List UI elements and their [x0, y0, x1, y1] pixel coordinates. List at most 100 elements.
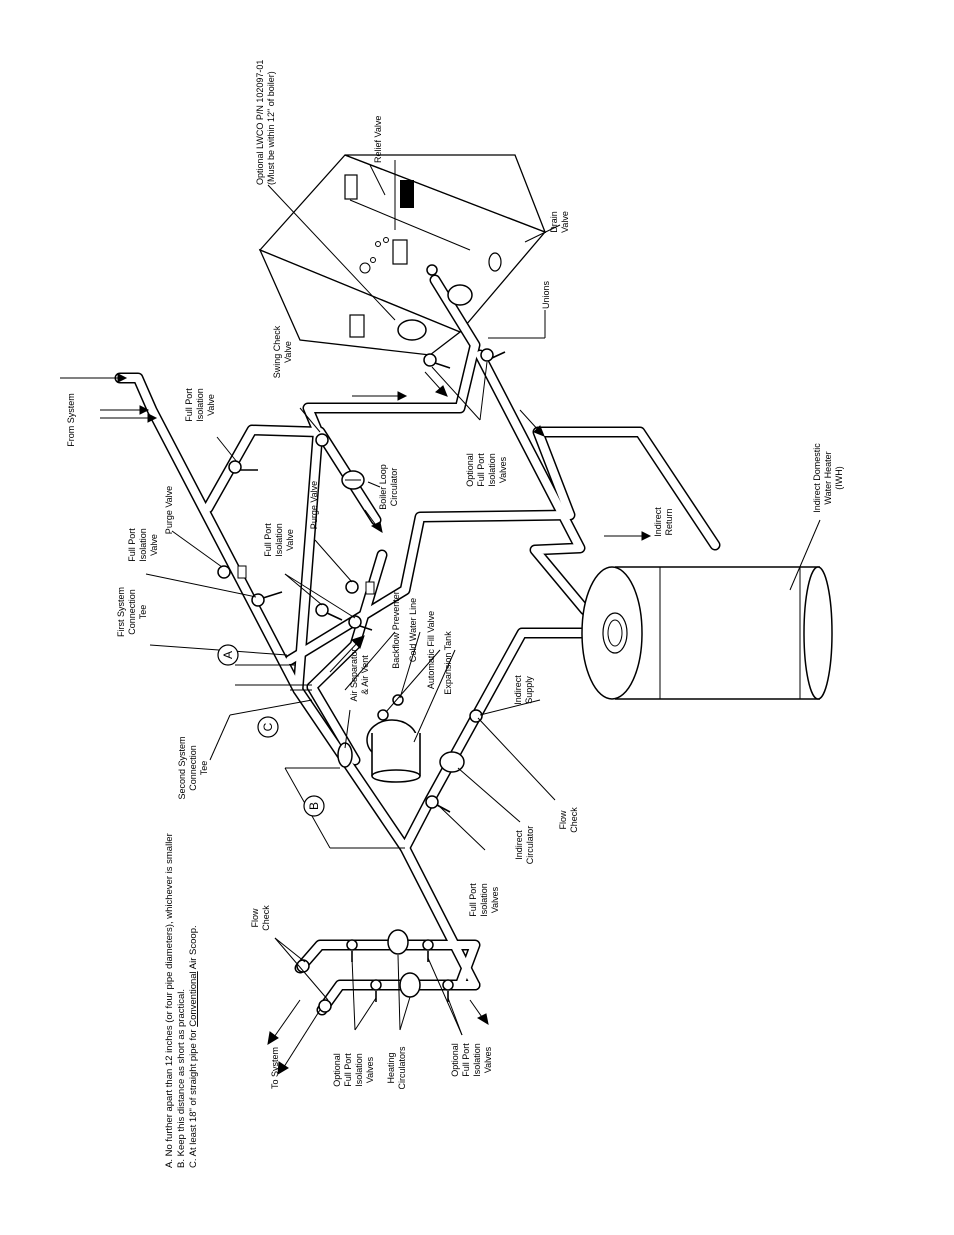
- purge-valve-icon: [345, 580, 375, 595]
- isolation-valve-icon: [370, 979, 382, 1002]
- note-c: C. At least 18" of straight pipe for Con…: [188, 925, 199, 1168]
- indirect-return-label-2: Return: [664, 508, 674, 535]
- indirect-circulator-label-1: Indirect: [514, 830, 524, 860]
- opt-fpiv-left-label-4: Valves: [365, 1056, 375, 1083]
- fpiv-mid-label-3: Valve: [285, 529, 295, 551]
- notes: A. No further apart than 12 inches (or f…: [164, 833, 199, 1168]
- opt-fpiv-boiler-label-4: Valves: [498, 456, 508, 483]
- air-separator-label-2: & Air Vent: [360, 655, 370, 695]
- isolation-valve-icon: [480, 348, 506, 362]
- purge-valve-icon: [217, 565, 247, 579]
- opt-fpiv-right-label-2: Full Port: [461, 1043, 471, 1077]
- swing-check-label-1: Swing Check: [272, 325, 282, 378]
- iwh-label-3: (IWH): [834, 466, 844, 490]
- expansion-tank-label: Expansion Tank: [443, 631, 453, 695]
- lwco-icon: [397, 264, 473, 341]
- fpiv-top-label-2: Isolation: [195, 388, 205, 422]
- heating-circulators-label-2: Circulators: [397, 1046, 407, 1090]
- air-separator-label-1: Air Separator: [349, 648, 359, 701]
- dimension-letter-a: A: [217, 644, 239, 666]
- note-c-prefix: C. At least 18" of straight pipe for: [188, 1027, 199, 1168]
- to-system-label: To System: [270, 1047, 280, 1089]
- note-c-underlined: Conventional: [188, 971, 199, 1026]
- drain-valve-label-2: Valve: [560, 211, 570, 233]
- fpiv-mid-label-1: Full Port: [263, 523, 273, 557]
- flow-check-right-label-1: Flow: [558, 810, 568, 830]
- heating-circulator-icon: [399, 972, 421, 998]
- air-separator-icon: [337, 742, 353, 768]
- fpiv-bottom-label-2: Isolation: [479, 883, 489, 917]
- boiler-loop-circulator-label-1: Boiler Loop: [378, 464, 388, 510]
- drain-valve-label-1: Drain: [549, 211, 559, 233]
- fpiv-mid-label-2: Isolation: [274, 523, 284, 557]
- swing-check-label-2: Valve: [283, 341, 293, 363]
- opt-fpiv-boiler-label-1: Optional: [465, 453, 475, 487]
- opt-fpiv-right-label-3: Isolation: [472, 1043, 482, 1077]
- boiler-badge: [344, 174, 358, 200]
- fpiv-bottom-label-1: Full Port: [468, 883, 478, 917]
- opt-fpiv-boiler-label-2: Full Port: [476, 453, 486, 487]
- opt-fpiv-left-label-3: Isolation: [354, 1053, 364, 1087]
- letter-b: B: [307, 802, 321, 810]
- expansion-tank-icon: [366, 719, 421, 783]
- fpiv-left-label-3: Valve: [149, 534, 159, 556]
- first-tee-label-2: Connection: [127, 589, 137, 635]
- note-a: A. No further apart than 12 inches (or f…: [164, 833, 175, 1168]
- dimension-letter-b: B: [303, 795, 325, 817]
- isolation-valve-icon: [228, 460, 258, 474]
- note-c-suffix: Air Scoop.: [188, 925, 199, 971]
- second-tee-label-1: Second System: [177, 736, 187, 799]
- flow-check-left-label-1: Flow: [250, 908, 260, 928]
- lwco-label-line2: (Must be within 12" of boiler): [266, 71, 276, 185]
- opt-fpiv-boiler-label-3: Isolation: [487, 453, 497, 487]
- unions-label: Unions: [541, 280, 551, 309]
- indirect-circulator-icon: [439, 751, 465, 773]
- first-tee-label-3: Tee: [138, 605, 148, 620]
- isolation-valve-icon: [348, 615, 373, 631]
- fpiv-left-label-1: Full Port: [127, 528, 137, 562]
- cold-water-line-label: Cold Water Line: [408, 598, 418, 662]
- heating-circulators-label-1: Heating: [386, 1052, 396, 1083]
- flow-check-left-label-2: Check: [261, 905, 271, 931]
- isolation-valve-icon: [251, 591, 283, 607]
- relief-valve-label: Relief Valve: [373, 116, 383, 163]
- fpiv-left-label-2: Isolation: [138, 528, 148, 562]
- isolation-valve-icon: [423, 353, 451, 369]
- opt-fpiv-right-label-4: Valves: [483, 1046, 493, 1073]
- fpiv-top-label-1: Full Port: [184, 388, 194, 422]
- circulator-icon: [341, 470, 365, 490]
- second-tee-label-2: Connection: [188, 745, 198, 791]
- indirect-circulator-label-2: Circulator: [525, 826, 535, 865]
- backflow-preventer-label: Backflow Preventer: [391, 591, 401, 669]
- boiler-loop-circulator-label-2: Circulator: [389, 468, 399, 507]
- letter-c: C: [261, 722, 275, 731]
- dimension-letter-c: C: [257, 716, 279, 738]
- flow-check-right-label-2: Check: [569, 807, 579, 833]
- iwh-label-2: Water Heater: [823, 451, 833, 504]
- indirect-supply-label-1: Indirect: [513, 675, 523, 705]
- purge-valve-mid-label: Purge Valve: [309, 481, 319, 529]
- second-tee-label-3: Tee: [199, 761, 209, 776]
- opt-fpiv-left-label-2: Full Port: [343, 1053, 353, 1087]
- isolation-valve-icon: [442, 979, 454, 1002]
- from-system-label: From System: [66, 393, 76, 447]
- first-tee-label-1: First System: [116, 587, 126, 637]
- flow-check-icon: [318, 999, 332, 1013]
- auto-fill-valve-label: Automatic Fill Valve: [426, 611, 436, 689]
- indirect-supply-label-2: Supply: [524, 676, 534, 704]
- heating-circulator-icon: [387, 929, 409, 955]
- letter-a: A: [221, 651, 235, 659]
- purge-valve-left-label: Purge Valve: [164, 486, 174, 534]
- indirect-return-label-1: Indirect: [653, 507, 663, 537]
- components: [217, 264, 506, 1013]
- fpiv-bottom-label-3: Valves: [490, 886, 500, 913]
- lwco-label-line1: Optional LWCO P/N 102097-01: [255, 60, 265, 185]
- iwh-label-1: Indirect Domestic: [812, 443, 822, 513]
- opt-fpiv-left-label-1: Optional: [332, 1053, 342, 1087]
- drain-valve-handle: [488, 252, 502, 272]
- note-b: B. Keep this distance as short as practi…: [176, 989, 187, 1168]
- isolation-valve-icon: [315, 603, 343, 621]
- indirect-water-heater: [581, 566, 833, 700]
- swing-check-valve-icon: [315, 433, 329, 447]
